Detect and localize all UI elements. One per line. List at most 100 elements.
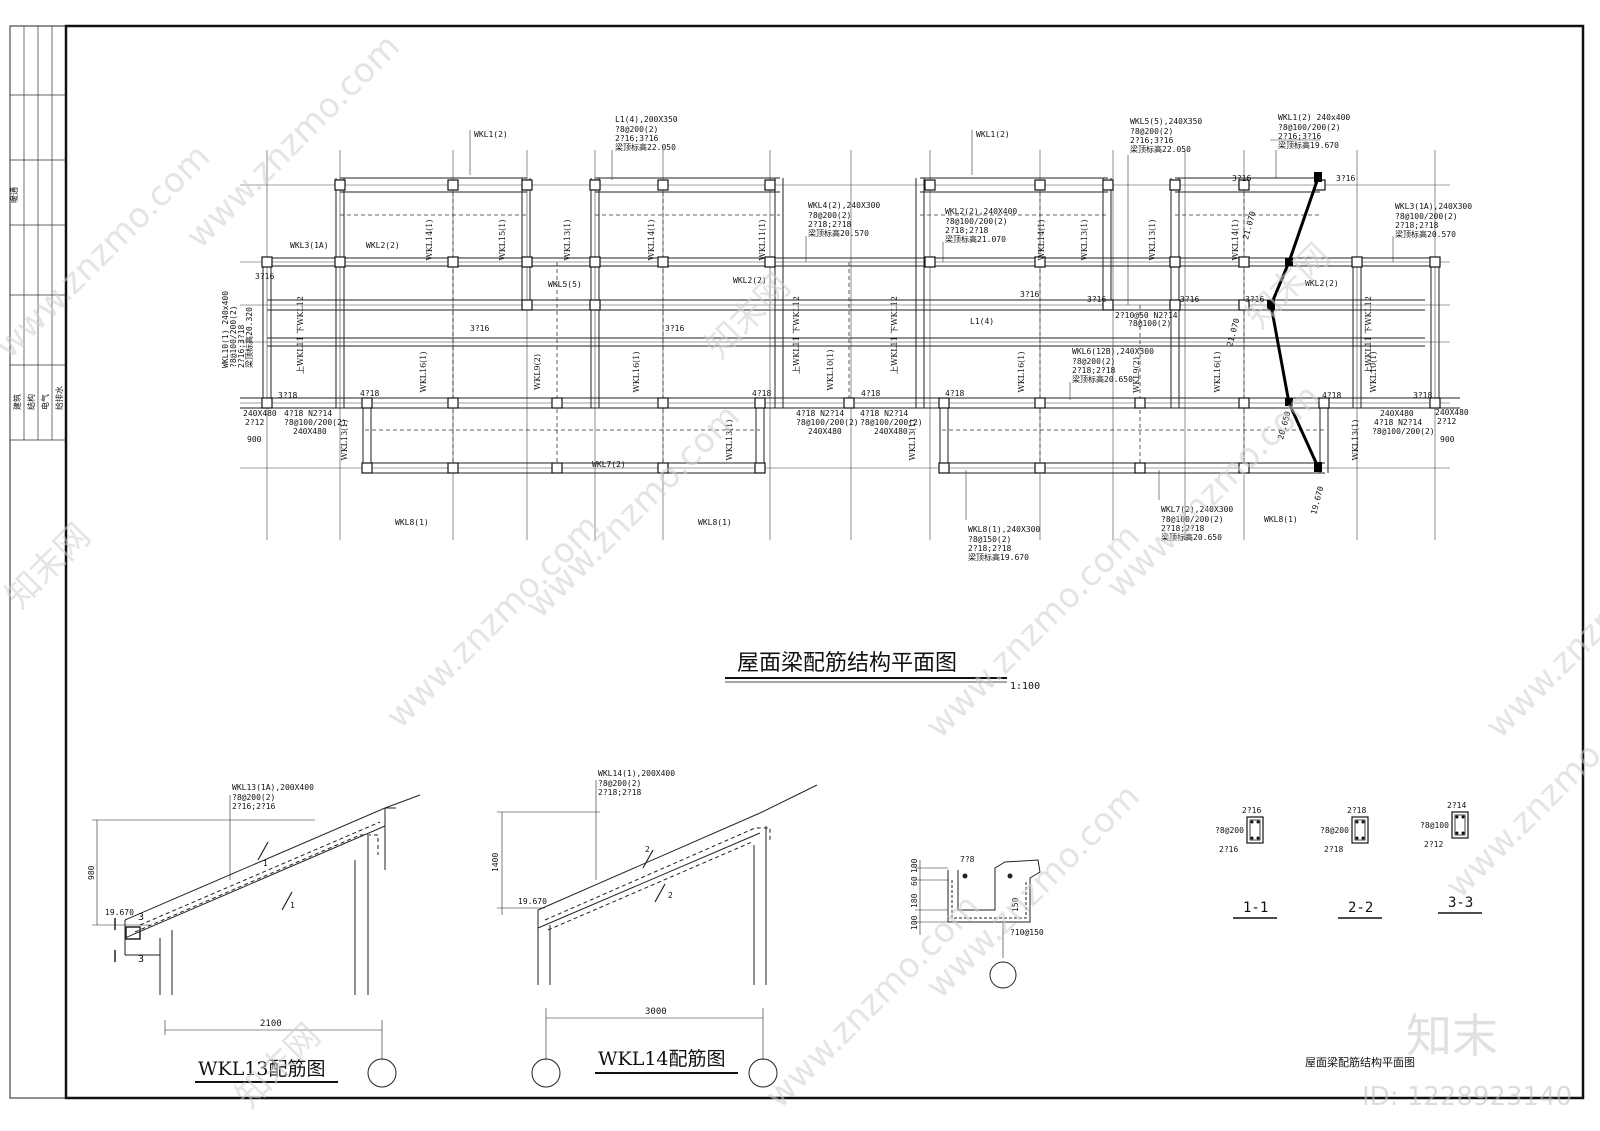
beam-sections: 2?16?8@2002?161-12?18?8@2002?182-22?14?8… [1215, 801, 1482, 919]
gutter-detail [915, 859, 1041, 989]
plan-label-wkl8-right: WKL8(1) [1264, 515, 1298, 524]
plan-vertical-label: 上WKL11 下WKL12 [296, 296, 305, 374]
plan-vertical-label: 上WKL11 下WKL12 [890, 296, 899, 374]
plan-column [764, 256, 776, 268]
plan-column [1238, 256, 1250, 268]
callout-wkl5-5: WKL5(5),240X350 ?8@200(2) 2?16;3?16 梁顶标高… [1130, 117, 1207, 154]
plan-column [657, 462, 669, 474]
wkl14-elevation: 19.670 [518, 897, 547, 906]
section-stirrup-label: ?8@100 [1420, 821, 1449, 830]
plan-column [764, 179, 776, 191]
plan-label-sz-2-12-l: 2?12 [245, 418, 264, 427]
wkl13-detail [92, 794, 421, 1088]
plan-label-n-3-16-b: 3?16 [470, 324, 489, 333]
plan-column [938, 397, 950, 409]
plan-label-wkl1-mid: WKL1(2) [976, 130, 1010, 139]
plan-vertical-label: WKL10(1) [1369, 351, 1378, 392]
plan-column [754, 397, 766, 409]
watermark-text: www.znzmo.com [0, 136, 218, 366]
plan-column [1238, 397, 1250, 409]
plan-label-wkl2-mid: WKL2(2) [733, 276, 767, 285]
plan-column [657, 397, 669, 409]
plan-labels: WKL1(2)WKL1(2)WKL3(1A)WKL2(2)WKL2(2)WKL2… [243, 130, 1469, 527]
plan-column [447, 397, 459, 409]
side-label-hvac: 暖通 [9, 187, 19, 203]
wkl13-callout: WKL13(1A),200X400 ?8@200(2) 2?16;2?16 [232, 783, 319, 811]
section-stirrup [1249, 819, 1261, 841]
plan-callouts: L1(4),200X350 ?8@200(2) 2?16;3?16 梁顶标高22… [221, 113, 1472, 562]
plan-vertical-label: WKL10(1) [826, 349, 835, 390]
svg-text:100: 100 [910, 858, 919, 873]
section-bar [1361, 820, 1365, 824]
plan-label-n-4-18-c: 4?18 [861, 389, 880, 398]
wkl14-callout: WKL14(1),200X400 ?8@200(2) 2?18;2?18 [598, 769, 680, 797]
plan-column [1238, 462, 1250, 474]
section-stirrup-label: ?8@200 [1320, 826, 1349, 835]
plan-label-bot-2c: 240X480 [808, 427, 842, 436]
plan-column [589, 179, 601, 191]
watermark-text: www.znzmo.com [1478, 516, 1600, 746]
plan-label-wkl2-right: WKL2(2) [1305, 279, 1339, 288]
wkl13-height-dim: 980 [87, 865, 96, 880]
plan-leaders [469, 130, 1394, 520]
section-bar [1250, 820, 1254, 824]
section-label: 2-2 [1348, 900, 1373, 916]
plan-label-bot-1c: 240X480 [293, 427, 327, 436]
plan-vertical-label: WKL16(1) [419, 351, 428, 392]
plan-column [334, 179, 346, 191]
plan-label-n-3-16-i: 3?16 [1336, 174, 1355, 183]
wkl14-detail [497, 780, 818, 1088]
plan-label-sz-240-480-r: 240X480 [1435, 408, 1469, 417]
watermark-text: www.znzmo.com [918, 516, 1148, 746]
section-top-bar: 2?18 [1347, 806, 1366, 815]
wkl14-sec-2a: 2 [645, 845, 650, 854]
plan-column [843, 397, 855, 409]
gutter-dims: 100 180 60 100 150 [910, 858, 1020, 930]
section-bottom-bar: 2?12 [1424, 840, 1443, 849]
section-top-bar: 2?16 [1242, 806, 1261, 815]
wkl13-sec-1a: 1 [263, 859, 268, 868]
plan-column [589, 256, 601, 268]
plan-label-wkl8-left: WKL8(1) [395, 518, 429, 527]
wkl14-sec-2b: 2 [668, 891, 673, 900]
plan-scale: 1:100 [1010, 681, 1040, 692]
plan-vertical-label: WKL11(1) [758, 219, 767, 260]
plan-column [551, 462, 563, 474]
plan-column [657, 256, 669, 268]
plan-label-bot-1b: ?8@100/200(2) [284, 418, 347, 427]
plan-vertical-label: 上WKL11 下WKL12 [1364, 296, 1373, 374]
section-bar [1256, 836, 1260, 840]
wkl13-sec-3b: 3 [138, 954, 144, 965]
side-label-elec: 电气 [40, 394, 50, 410]
watermark-text: 知末网 [0, 516, 98, 616]
plan-column [1429, 397, 1441, 409]
plan-column [1238, 299, 1250, 311]
plan-column [657, 179, 669, 191]
plan-column [521, 256, 533, 268]
section-outline [1451, 811, 1469, 839]
plan-vertical-label: 上WKL11 下WKL12 [792, 296, 801, 374]
plan-vertical-label: WKL16(1) [632, 351, 641, 392]
plan-vertical-label: WKL16(1) [1213, 351, 1222, 392]
plan-vertical-label: WKL13(1) [1148, 219, 1157, 260]
svg-text:WKL10(1) 240x400 ?8@10: WKL10(1) 240x400 ?8@100/200(2) 2?16;3?18… [221, 286, 254, 368]
wkl14-height-dim: 1400 [491, 853, 500, 872]
plan-column [551, 397, 563, 409]
plan-label-wkl2-left: WKL2(2) [366, 241, 400, 250]
side-strip [9, 26, 66, 441]
callout-wkl7-2: WKL7(2),240X300 ?8@100/200(2) 2?18;2?18 … [1161, 505, 1238, 542]
section-bar [1455, 831, 1459, 835]
plan-column [924, 179, 936, 191]
side-label-struct: 结构 [26, 394, 36, 410]
plan-label-n-3-16-e: 3?16 [1087, 295, 1106, 304]
plan-column [1134, 462, 1146, 474]
plan-label-wkl3-left: WKL3(1A) [290, 241, 329, 250]
callout-wkl2-2: WKL2(2),240X400 ?8@100/200(2) 2?18;2?18 … [945, 207, 1022, 244]
plan-hidden-lines [340, 192, 1325, 473]
gutter-top-bar: 7?8 [960, 855, 975, 864]
plan-vertical-label: WKL13(1) [340, 419, 349, 460]
section-bar [1256, 820, 1260, 824]
